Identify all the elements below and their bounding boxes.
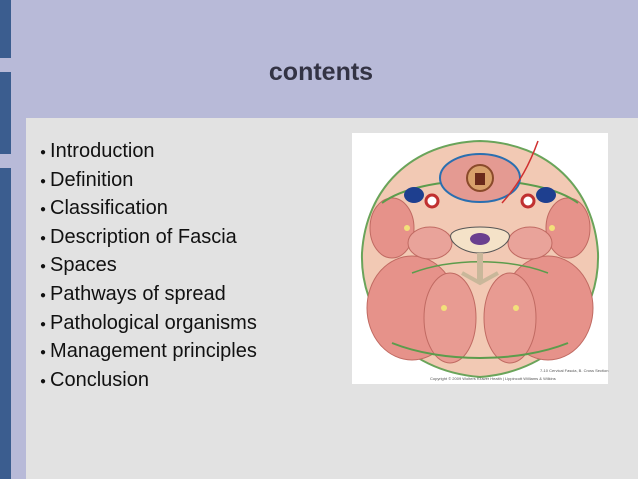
list-item: ●Description of Fascia (40, 225, 237, 248)
bullet-icon: ● (40, 347, 47, 359)
contents-list: ●Introduction ●Definition ●Classificatio… (40, 138, 257, 395)
bullet-icon: ● (40, 289, 47, 301)
bullet-icon: ● (40, 261, 47, 273)
bullet-icon: ● (40, 175, 47, 187)
list-item: ●Introduction (40, 140, 155, 162)
accent-bar-top (0, 0, 11, 58)
title-band (26, 0, 638, 118)
list-item: ●Management principles (40, 340, 257, 363)
neck-cross-section-figure (352, 133, 608, 384)
list-item: ●Definition (40, 168, 134, 191)
list-item: ●Pathways of spread (40, 282, 226, 305)
bullet-icon: ● (40, 204, 47, 216)
accent-bar-middle (0, 72, 11, 154)
figure-caption-title: 7-10 Cervical Fascia, B. Cross Section (540, 368, 609, 373)
list-item: ●Classification (40, 197, 168, 220)
figure-caption-copyright: Copyright © 2009 Wolters Kluwer Health |… (430, 376, 556, 381)
list-item: ●Conclusion (40, 368, 149, 391)
list-item: ●Pathological organisms (40, 311, 257, 334)
bullet-icon: ● (40, 232, 47, 244)
accent-bar-bottom (0, 168, 11, 479)
bullet-icon: ● (40, 318, 47, 330)
bullet-icon: ● (40, 147, 47, 158)
slide-title: contents (268, 58, 374, 86)
neck-cross-section-illustration (360, 139, 600, 379)
list-item: ●Spaces (40, 254, 117, 277)
bullet-icon: ● (40, 375, 47, 387)
